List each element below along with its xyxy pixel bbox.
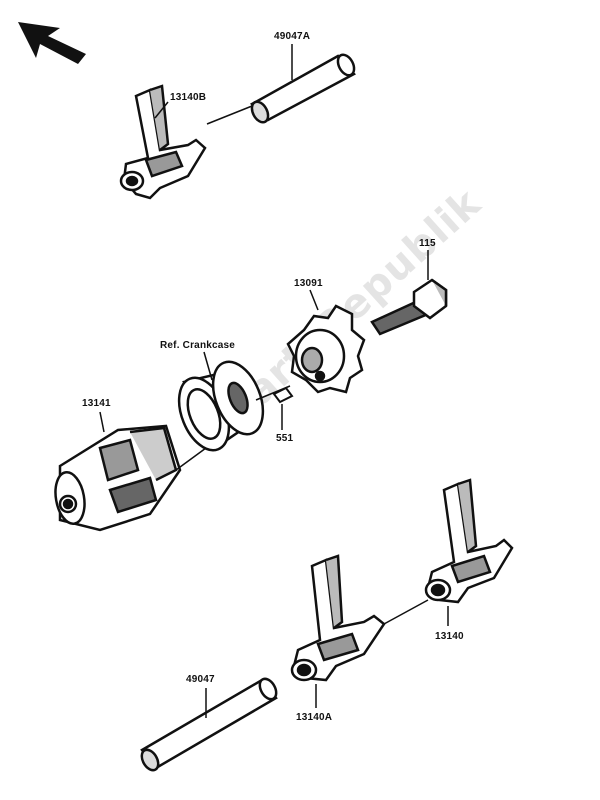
callout-13141: 13141 — [82, 398, 111, 409]
bearing-ref-crankcase — [177, 360, 265, 452]
callout-49047: 49047 — [186, 674, 215, 685]
shift-drum-13141 — [54, 424, 182, 532]
shift-rod-49047a — [249, 53, 356, 124]
callout-ref-crankcase: Ref. Crankcase — [160, 340, 236, 351]
callout-551: 551 — [276, 433, 294, 444]
shift-fork-13140a — [290, 554, 386, 682]
cam-plate-13091 — [286, 304, 366, 394]
callout-13091: 13091 — [294, 278, 323, 289]
shift-fork-13140 — [424, 478, 514, 604]
pin-551 — [272, 386, 294, 404]
shift-fork-13140b — [119, 84, 207, 200]
shift-rod-49047 — [140, 677, 278, 772]
callout-13140: 13140 — [435, 631, 464, 642]
axis-line — [206, 105, 253, 125]
callout-13140b: 13140B — [170, 92, 207, 103]
callout-49047a: 49047A — [274, 31, 311, 42]
callout-115: 115 — [419, 238, 436, 249]
bolt-115 — [370, 278, 448, 336]
front-direction-arrow-icon — [18, 22, 86, 64]
callout-13140a: 13140A — [296, 712, 333, 723]
